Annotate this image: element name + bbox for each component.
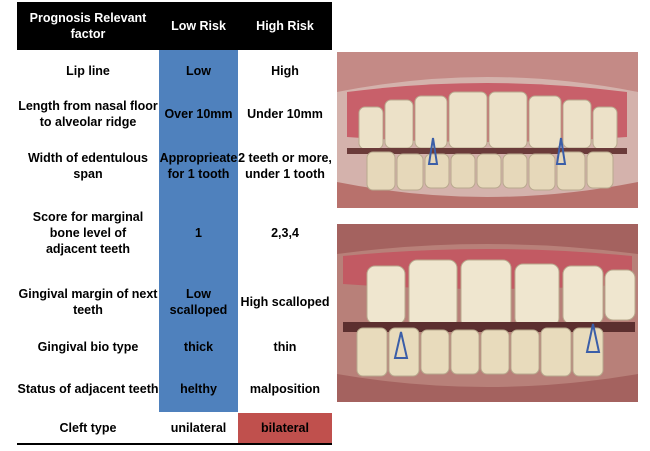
high-bone-level: 2,3,4 (271, 226, 299, 240)
header-factor: Prognosis Relevant factor (17, 2, 159, 50)
factor-edentulous-span: Width of edentulous span (27, 151, 148, 181)
factor-bone-level: Score for marginal bone level of adjacen… (32, 210, 144, 256)
low-gingival-margin: Low scalloped (169, 287, 228, 317)
factor-nasal-length: Length from nasal floor to alveolar ridg… (18, 99, 158, 129)
header-low-risk: Low Risk (159, 2, 238, 50)
high-cleft-type: bilateral (238, 413, 332, 443)
prognosis-table: Prognosis Relevant factor Low Risk High … (17, 0, 332, 451)
header-high-risk: High Risk (238, 2, 332, 50)
table-bottom-rule (17, 443, 332, 445)
triangle-marker-icon (427, 137, 439, 165)
high-edentulous-span: 2 teeth or more, under 1 tooth (238, 151, 332, 181)
high-nasal-length: Under 10mm (247, 107, 323, 121)
dental-photo-lower (337, 224, 638, 402)
triangle-marker-icon (555, 137, 567, 165)
factor-lip-line: Lip line (66, 64, 110, 78)
dental-photo-upper (337, 52, 638, 208)
low-cleft-type: unilateral (170, 421, 227, 435)
low-bone-level: 1 (195, 226, 202, 240)
low-edentulous-span: Approprieate for 1 tooth (159, 151, 238, 181)
factor-adjacent-teeth: Status of adjacent teeth (17, 382, 159, 396)
low-risk-column-highlight (159, 50, 238, 412)
low-nasal-length: Over 10mm (164, 107, 233, 121)
factor-bio-type: Gingival bio type (37, 340, 139, 354)
triangle-marker-icon (585, 323, 601, 353)
factor-gingival-margin: Gingival margin of next teeth (18, 287, 158, 317)
high-gingival-margin: High scalloped (240, 295, 330, 309)
low-adjacent-teeth: helthy (180, 382, 217, 396)
factor-cleft-type: Cleft type (59, 421, 117, 435)
low-lip-line: Low (186, 64, 211, 78)
high-lip-line: High (271, 64, 299, 78)
high-bio-type: thin (273, 340, 297, 354)
high-adjacent-teeth: malposition (249, 382, 321, 396)
triangle-marker-icon (393, 331, 409, 359)
low-bio-type: thick (183, 340, 214, 354)
